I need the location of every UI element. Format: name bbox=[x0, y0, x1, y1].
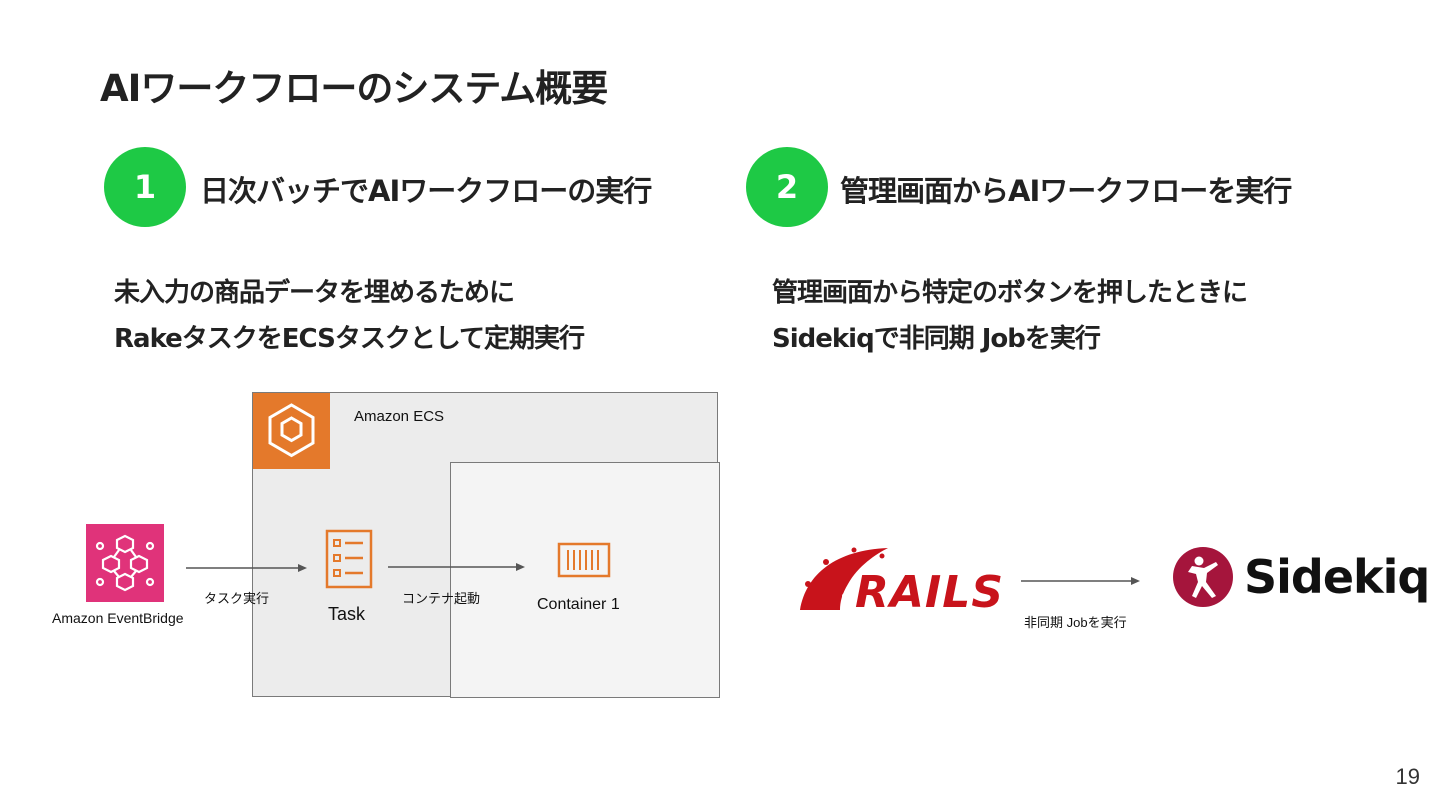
section-1-description-line-1: 未入力の商品データを埋めるために bbox=[114, 278, 515, 308]
task-icon bbox=[325, 529, 373, 593]
arrow-rails-to-sidekiq bbox=[1021, 577, 1140, 585]
section-2-description-line-2: Sidekiqで非同期 Jobを実行 bbox=[772, 324, 1101, 354]
eventbridge-label: Amazon EventBridge bbox=[52, 610, 184, 626]
section-1-description: 未入力の商品データを埋めるために RakeタスクをECSタスクとして定期実行 bbox=[114, 270, 585, 362]
container-label: Container 1 bbox=[537, 596, 620, 613]
page-title: AIワークフローのシステム概要 bbox=[100, 67, 608, 110]
task-label: Task bbox=[328, 604, 366, 624]
section-1-heading: 日次バッチでAIワークフローの実行 bbox=[200, 174, 652, 208]
page-number: 19 bbox=[1395, 764, 1420, 789]
ecs-icon bbox=[253, 393, 330, 469]
container-icon bbox=[557, 542, 611, 582]
ecs-label: Amazon ECS bbox=[354, 408, 445, 425]
rails-logo bbox=[796, 544, 996, 620]
section-2-description-line-1: 管理画面から特定のボタンを押したときに bbox=[772, 278, 1248, 308]
rails-logo-text: RAILS bbox=[855, 567, 1005, 618]
sidekiq-logo-text: Sidekiq bbox=[1244, 550, 1430, 604]
arrow-eventbridge-to-task bbox=[186, 564, 307, 572]
eventbridge-icon bbox=[86, 524, 164, 602]
section-2-heading: 管理画面からAIワークフローを実行 bbox=[840, 174, 1292, 208]
section-2-badge: 2 bbox=[746, 147, 828, 227]
async-job-arrow-label: 非同期 Jobを実行 bbox=[1024, 615, 1127, 630]
arrow2-label: コンテナ起動 bbox=[402, 591, 481, 606]
section-2-description: 管理画面から特定のボタンを押したときに Sidekiqで非同期 Jobを実行 bbox=[772, 270, 1248, 362]
sidekiq-logo bbox=[1172, 546, 1234, 612]
ecs-service-box bbox=[450, 462, 720, 698]
arrow-task-to-container bbox=[388, 563, 525, 571]
section-1-description-line-2: RakeタスクをECSタスクとして定期実行 bbox=[114, 324, 585, 354]
arrow1-label: タスク実行 bbox=[204, 591, 270, 606]
section-1-badge: 1 bbox=[104, 147, 186, 227]
